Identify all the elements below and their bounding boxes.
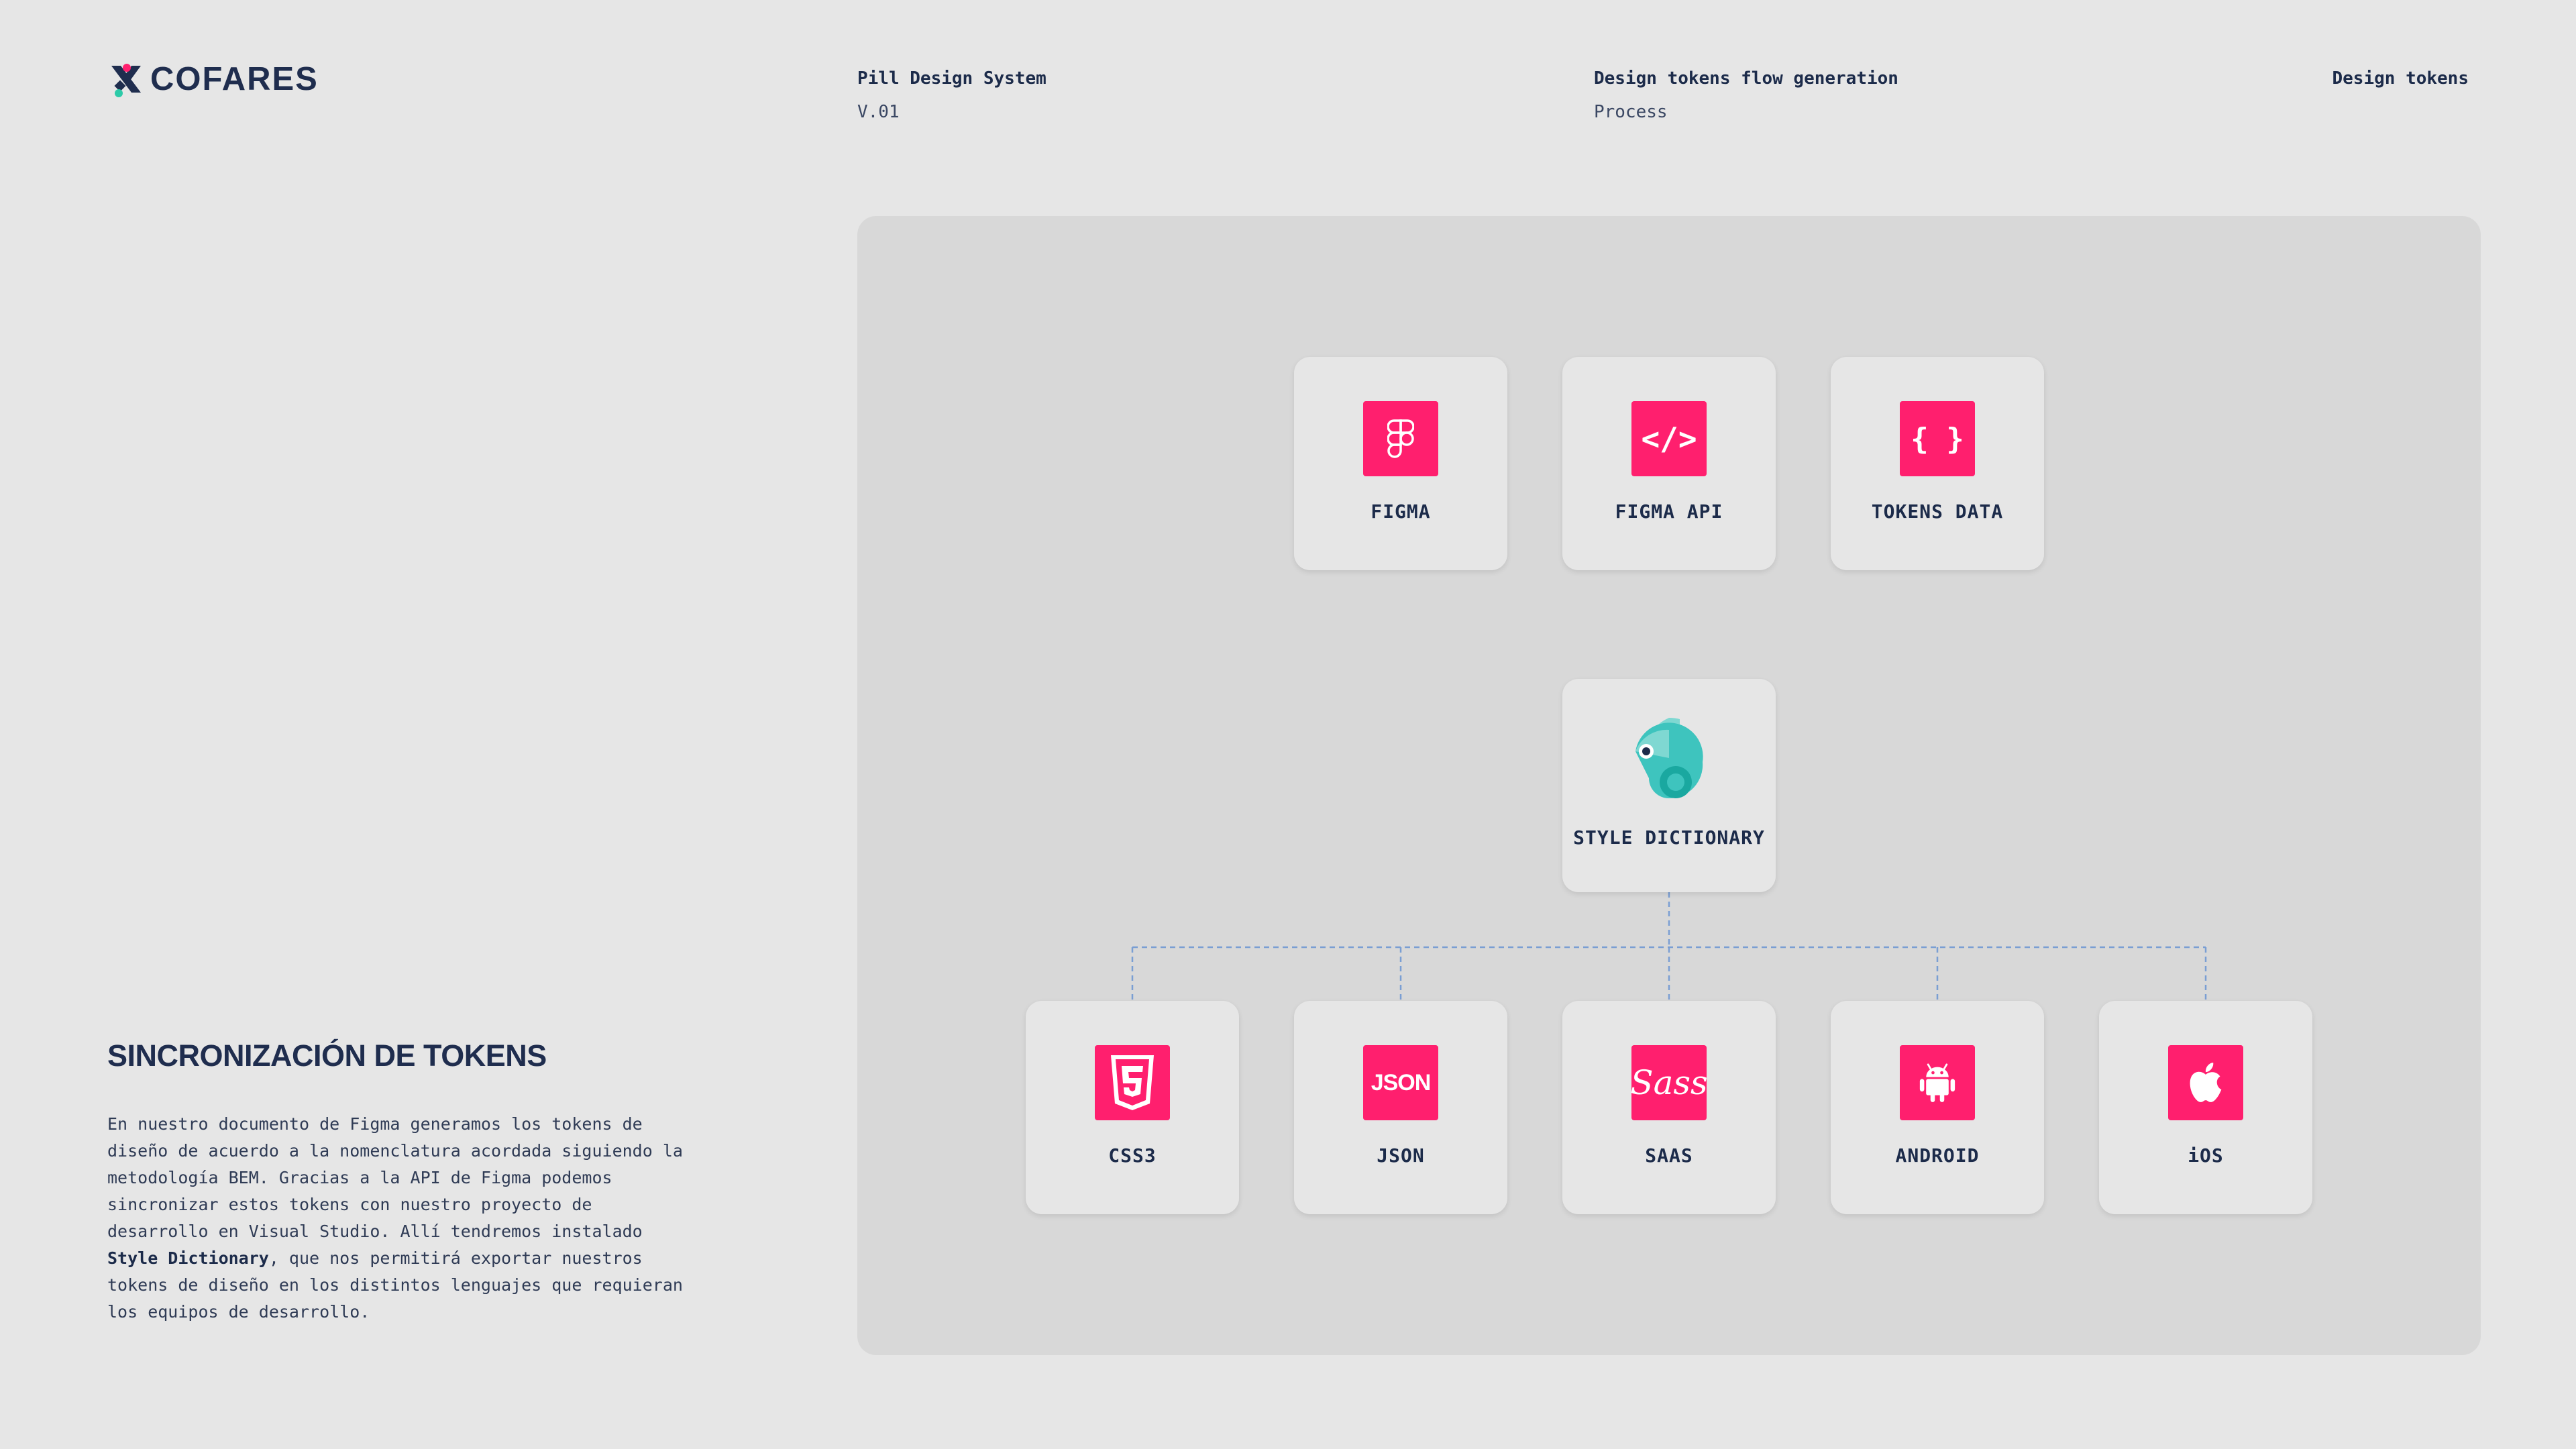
node-label: STYLE DICTIONARY bbox=[1573, 826, 1765, 849]
sass-icon: Sass bbox=[1630, 1045, 1708, 1120]
node-label: FIGMA API bbox=[1615, 500, 1723, 523]
description-highlight: Style Dictionary bbox=[107, 1248, 269, 1268]
node-label: FIGMA bbox=[1371, 500, 1431, 523]
css3-icon bbox=[1095, 1045, 1170, 1120]
node-ios: iOS bbox=[2099, 1001, 2312, 1214]
node-figma: FIGMA bbox=[1294, 357, 1507, 570]
android-icon bbox=[1900, 1045, 1975, 1120]
figma-icon bbox=[1363, 401, 1438, 476]
node-label: ANDROID bbox=[1895, 1144, 1980, 1167]
flow-title: Design tokens flow generation bbox=[1594, 68, 1898, 89]
node-label: CSS3 bbox=[1108, 1144, 1157, 1167]
node-label: JSON bbox=[1377, 1144, 1425, 1167]
node-json: JSON JSON bbox=[1294, 1001, 1507, 1214]
braces-icon: { } bbox=[1900, 401, 1975, 476]
node-label: iOS bbox=[2188, 1144, 2224, 1167]
description-paragraph: En nuestro documento de Figma generamos … bbox=[107, 1111, 691, 1326]
node-style-dictionary: STYLE DICTIONARY bbox=[1562, 679, 1776, 892]
flow-subtitle: Process bbox=[1594, 102, 1668, 122]
project-title: Pill Design System bbox=[857, 68, 1046, 89]
cofares-mark-icon bbox=[111, 64, 141, 97]
chameleon-icon bbox=[1622, 711, 1716, 805]
code-icon: </> bbox=[1631, 401, 1707, 476]
description-text-end: , que nos permitirá exportar nuestros to… bbox=[107, 1248, 683, 1322]
description-text-start: En nuestro documento de Figma generamos … bbox=[107, 1114, 683, 1241]
node-android: ANDROID bbox=[1831, 1001, 2044, 1214]
node-tokens-data: { } TOKENS DATA bbox=[1831, 357, 2044, 570]
page-title: SINCRONIZACIÓN DE TOKENS bbox=[107, 1038, 547, 1073]
section-label: Design tokens bbox=[2332, 68, 2469, 89]
node-label: SAAS bbox=[1645, 1144, 1693, 1167]
apple-icon bbox=[2168, 1045, 2243, 1120]
connector-lines bbox=[1131, 892, 2207, 1001]
node-figma-api: </> FIGMA API bbox=[1562, 357, 1776, 570]
json-icon: JSON bbox=[1363, 1045, 1438, 1120]
node-saas: Sass SAAS bbox=[1562, 1001, 1776, 1214]
cofares-logo: COFARES bbox=[107, 59, 319, 99]
project-version: V.01 bbox=[857, 102, 900, 122]
node-css3: CSS3 bbox=[1026, 1001, 1239, 1214]
diagram-panel: FIGMA </> FIGMA API { } TOKENS DATA STYL… bbox=[857, 216, 2481, 1355]
node-label: TOKENS DATA bbox=[1871, 500, 2004, 523]
brand-name: COFARES bbox=[150, 61, 319, 97]
